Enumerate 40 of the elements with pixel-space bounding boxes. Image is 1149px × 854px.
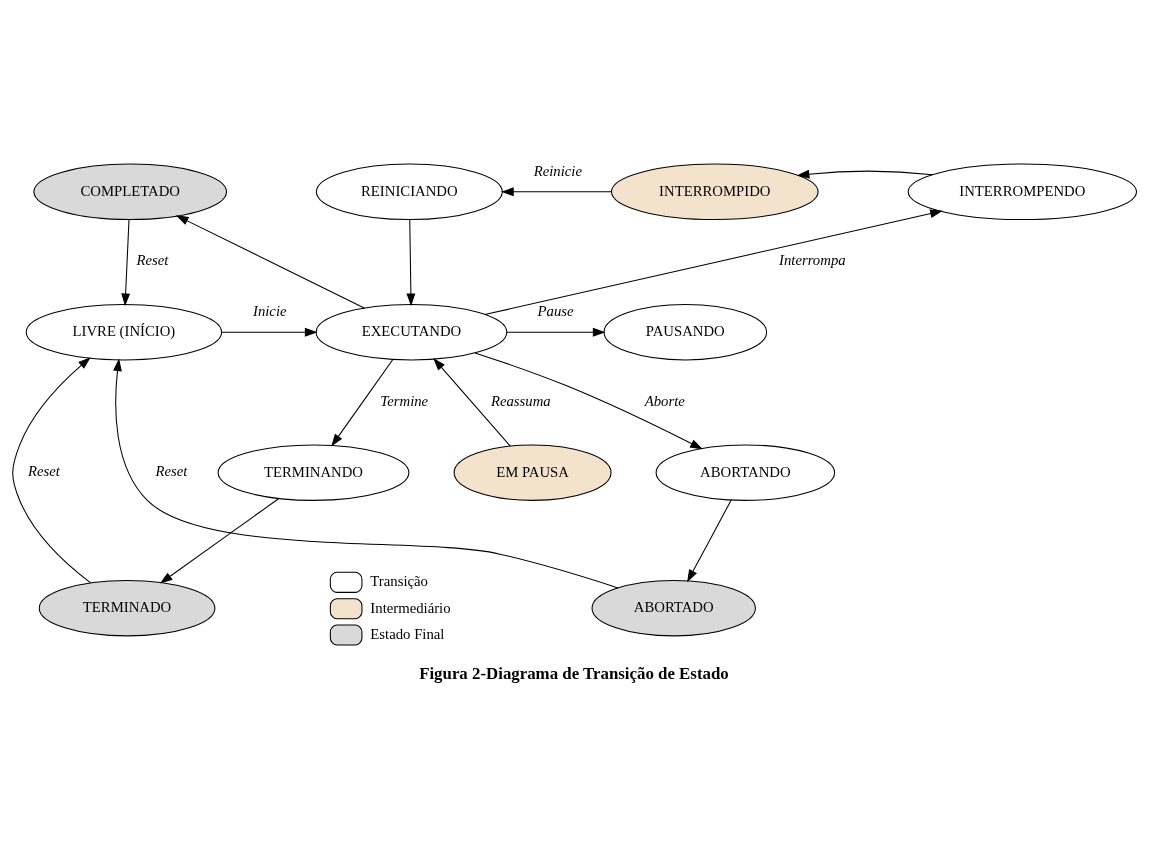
edge-label: Pause (537, 303, 574, 320)
arrow (433, 358, 511, 447)
node-ellipse: REINICIANDO (315, 163, 503, 221)
node-ellipse: INTERROMPIDO (610, 163, 819, 221)
arrow (406, 218, 416, 307)
arrow (159, 497, 280, 584)
node-ellipse: EM PAUSA (453, 444, 612, 501)
edge-label: Termine (380, 392, 429, 409)
node-ellipse: TERMINADO (38, 579, 216, 637)
edge-label: Reset (155, 463, 188, 480)
arrow (506, 327, 606, 337)
arrow (474, 352, 703, 450)
edge-label: Aborte (644, 392, 685, 409)
arrow (796, 169, 934, 179)
arrow (484, 209, 943, 316)
arrow (121, 218, 131, 307)
edge-label: Interrompa (779, 252, 846, 269)
node-ellipse: ABORTANDO (655, 444, 836, 501)
legend-label: Transição (370, 573, 428, 590)
node-ellipse: LIVRE (INÍCIO) (25, 303, 223, 361)
edge-label: Inicie (252, 303, 287, 320)
node-ellipse: PAUSANDO (603, 303, 768, 361)
arrow (12, 357, 92, 584)
legend-label: Estado Final (370, 625, 445, 642)
edge-label: Reinicie (533, 162, 582, 179)
edge-label: Reset (28, 463, 60, 480)
arrow (175, 215, 366, 309)
node-ellipse: TERMINANDO (217, 444, 410, 501)
node-ellipse: EXECUTANDO (315, 303, 508, 361)
arrow (331, 358, 394, 447)
arrow (113, 358, 619, 589)
node-ellipse: ABORTADO (591, 579, 756, 637)
edge-label: Reset (136, 252, 169, 269)
arrow (221, 327, 318, 337)
caption: Figura 2-Diagrama de Transição de Estado (419, 664, 729, 684)
edge-label: Reassuma (490, 392, 551, 409)
arrow (687, 499, 732, 583)
node-ellipse: COMPLETADO (33, 163, 228, 221)
legend-label: Intermediário (370, 599, 451, 616)
arrow (501, 187, 612, 197)
